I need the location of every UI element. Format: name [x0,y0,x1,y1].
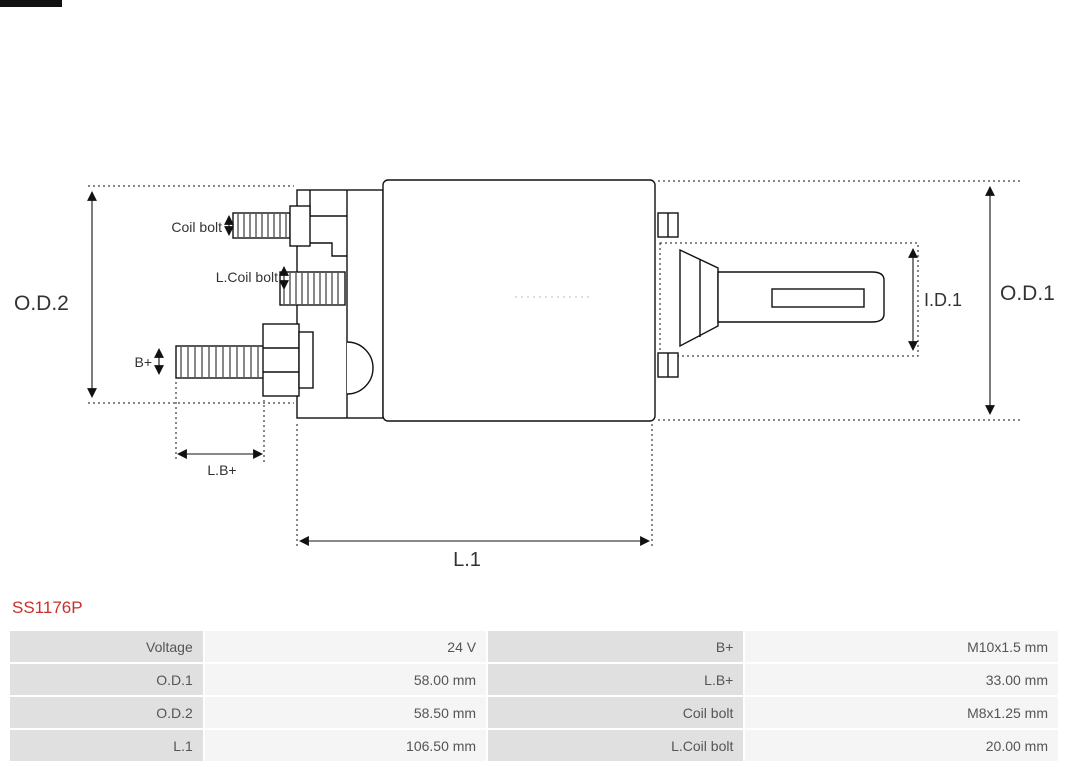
spec-row: O.D.2 58.50 mm Coil bolt M8x1.25 mm [10,697,1058,728]
spec-label-cell: L.1 [10,730,203,761]
dimension-label-coil-bolt: Coil bolt [171,219,222,235]
spec-value-cell: 24 V [204,631,487,662]
spec-value-cell: 58.50 mm [204,697,487,728]
spec-label-cell: B+ [488,631,744,662]
spec-label-cell: L.B+ [488,664,744,695]
coil-bushing [279,271,346,306]
dimension-label-lb-plus: L.B+ [207,462,236,478]
brand-logo [0,0,62,7]
dimension-label-od1: O.D.1 [1000,282,1055,305]
plunger [679,248,885,348]
rear-terminal-bottom [657,352,679,378]
spec-label-cell: O.D.1 [10,664,203,695]
dimension-label-b-plus: B+ [134,354,152,370]
b-plus-stud [175,323,314,397]
rear-terminal-top [657,212,679,238]
dimension-label-l1: L.1 [453,549,481,571]
spec-label-cell: O.D.2 [10,697,203,728]
spec-value-cell: 33.00 mm [745,664,1058,695]
spec-value-cell: 58.00 mm [204,664,487,695]
spec-table: Voltage 24 V B+ M10x1.5 mm O.D.1 58.00 m… [8,629,1060,763]
dimension-label-od2: O.D.2 [14,292,69,315]
solenoid-body [175,179,885,422]
spec-value-cell: M10x1.5 mm [745,631,1058,662]
part-number: SS1176P [12,598,83,617]
solenoid-diagram: O.D.2 O.D.1 I.D.1 L.1 L.B+ B+ Coil bolt … [14,179,1055,571]
spec-row: L.1 106.50 mm L.Coil bolt 20.00 mm [10,730,1058,761]
spec-row: Voltage 24 V B+ M10x1.5 mm [10,631,1058,662]
dimension-label-id1: I.D.1 [924,290,962,310]
spec-label-cell: L.Coil bolt [488,730,744,761]
coil-bolt-stud [232,205,311,247]
spec-value-cell: 106.50 mm [204,730,487,761]
extension-lines [88,180,1022,548]
spec-row: O.D.1 58.00 mm L.B+ 33.00 mm [10,664,1058,695]
solenoid-technical-drawing: O.D.2 O.D.1 I.D.1 L.1 L.B+ B+ Coil bolt … [14,179,1055,571]
spec-label-cell: Coil bolt [488,697,744,728]
dimension-label-lcoil-bolt: L.Coil bolt [216,269,278,285]
spec-label-cell: Voltage [10,631,203,662]
spec-value-cell: 20.00 mm [745,730,1058,761]
spec-value-cell: M8x1.25 mm [745,697,1058,728]
dimension-arrows [87,186,995,546]
